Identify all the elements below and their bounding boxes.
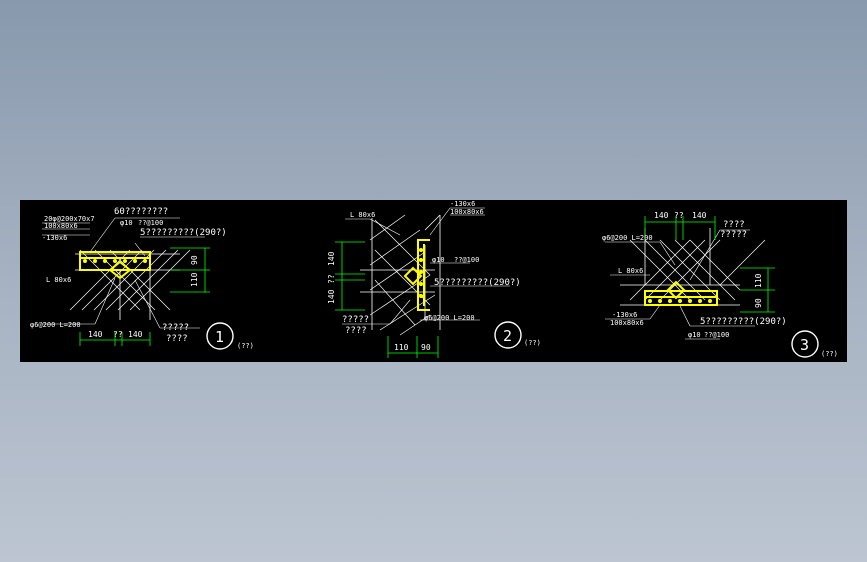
rebar-dots-3	[648, 299, 712, 303]
d2-dim-v3: 140	[327, 289, 336, 304]
dimension-lines-3	[644, 216, 775, 313]
detail-3: 140 ?? 140 110 90 ???? ????? φ6@200 L=20…	[602, 211, 838, 358]
dimension-lines-2	[335, 241, 439, 358]
d3-dim-v1: 110	[754, 273, 763, 288]
d2-label-h: ?????	[342, 315, 369, 325]
rebar-group	[79, 251, 151, 280]
leaders	[42, 217, 205, 329]
d2-label-e: ??@100	[454, 256, 479, 264]
detail-1: 60???????? 20φ@200x70x7 100x80x6 -130x6 …	[30, 207, 254, 350]
d2-label-a: L 80x6	[350, 211, 375, 219]
concrete-hatch	[69, 249, 191, 311]
leaders-2	[342, 207, 510, 325]
d1-label-k: ????	[166, 334, 188, 344]
cad-drawing-viewport[interactable]: 60???????? 20φ@200x70x7 100x80x6 -130x6 …	[20, 200, 847, 362]
d1-label-i: φ6@200 L=200	[30, 321, 81, 329]
d1-label-h: L 80x6	[46, 276, 71, 284]
d3-label-e: -130x6	[612, 311, 637, 319]
d3-label-b: ?????	[720, 230, 747, 240]
d2-label-c: 100x80x6	[450, 208, 484, 216]
d3-suffix: (??)	[821, 350, 838, 358]
d1-number: 1	[215, 328, 224, 346]
section-outline-2	[360, 214, 441, 330]
rebar-group-3	[644, 280, 718, 306]
d1-dim-h2: ??	[113, 330, 123, 339]
d1-label-c: 100x80x6	[44, 222, 78, 230]
rebar-group-2	[403, 239, 430, 311]
rebar-dots-2	[419, 248, 423, 298]
d3-dim-h3: 140	[692, 211, 707, 220]
d2-label-f: 5?????????(290?)	[434, 278, 521, 288]
d1-dim-h3: 140	[128, 330, 143, 339]
d2-label-i: ????	[345, 326, 367, 336]
d1-label-g: 5?????????(290?)	[140, 228, 227, 238]
d3-label-g: 5?????????(290?)	[700, 317, 787, 327]
d2-label-b: -130x6	[450, 200, 475, 208]
d1-label-e: φ10	[120, 219, 133, 227]
d3-number-circle	[791, 330, 819, 358]
d1-label-d: -130x6	[42, 234, 67, 242]
d2-number: 2	[503, 327, 512, 345]
d3-label-a: ????	[723, 220, 745, 230]
d3-label-i: ??@100	[704, 331, 729, 339]
d1-label-b: 20φ@200x70x7	[44, 215, 95, 223]
d1-dim-v2: 110	[190, 272, 199, 287]
d2-suffix: (??)	[524, 339, 541, 347]
rebar-dots	[83, 259, 147, 263]
cad-drawing[interactable]: 60???????? 20φ@200x70x7 100x80x6 -130x6 …	[20, 200, 847, 362]
d2-number-circle	[494, 321, 522, 349]
d1-dim-v1: 90	[190, 255, 199, 265]
d2-dim-v2: ??	[327, 274, 336, 284]
d2-dim-h2: 90	[421, 343, 431, 352]
d2-label-d: φ10	[432, 256, 445, 264]
d3-label-c: φ6@200 L=200	[602, 234, 653, 242]
d2-label-g: φ6@200 L=200	[424, 314, 475, 322]
d2-dim-h1: 110	[394, 343, 409, 352]
dimension-lines	[79, 247, 210, 346]
d2-dim-v1: 140	[327, 251, 336, 266]
d3-number: 3	[800, 336, 809, 354]
detail-2: L 80x6 -130x6 100x80x6 φ10 ??@100 5?????…	[327, 200, 541, 358]
d1-suffix: (??)	[237, 342, 254, 350]
d3-dim-h1: 140	[654, 211, 669, 220]
d1-label-f: ??@100	[138, 219, 163, 227]
d3-dim-v2: 90	[754, 298, 763, 308]
d3-label-d: L 80x6	[618, 267, 643, 275]
d1-number-circle	[206, 322, 234, 350]
d1-dim-h1: 140	[88, 330, 103, 339]
d3-label-f: 100x80x6	[610, 319, 644, 327]
d1-label-j: ?????	[162, 323, 189, 333]
d3-label-h: φ10	[688, 331, 701, 339]
d1-label-a: 60????????	[114, 207, 168, 217]
d3-dim-h2: ??	[674, 211, 684, 220]
